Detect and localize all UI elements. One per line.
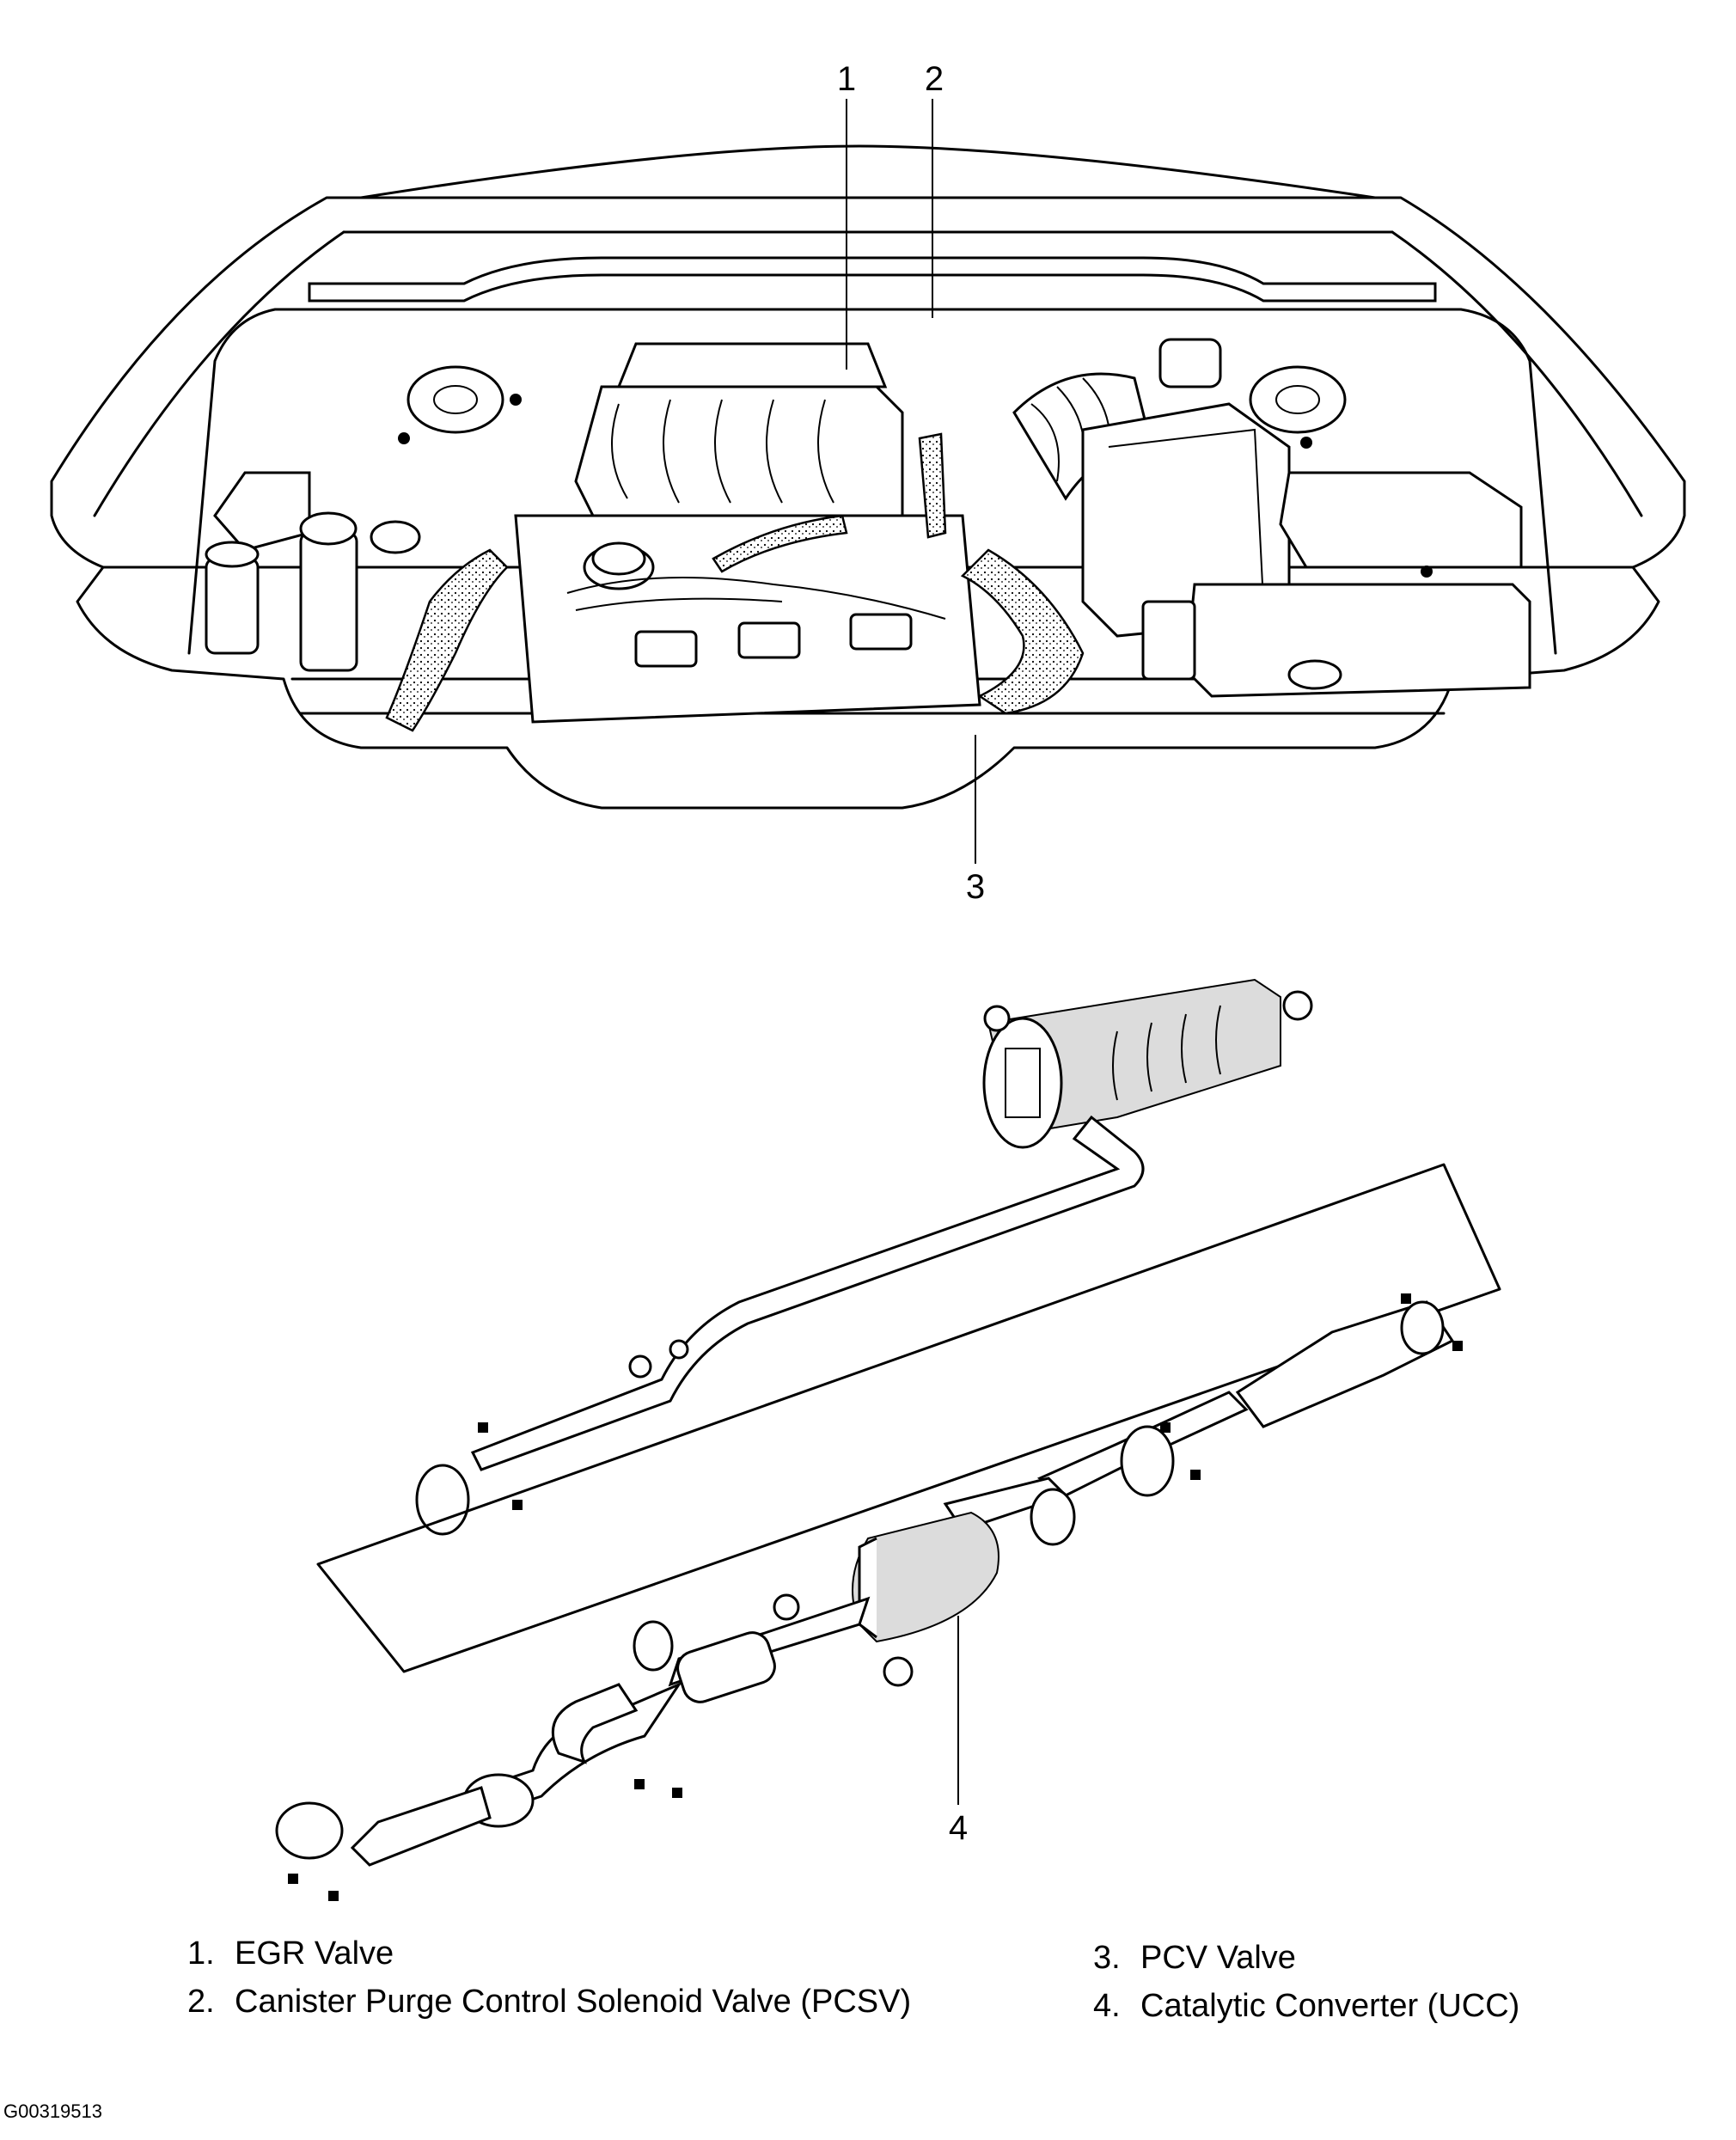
legend-number: 3. [1093, 1940, 1121, 1976]
engine-bay-illustration [50, 144, 1686, 810]
callout-leaders [846, 99, 976, 1805]
legend-item-egr-valve: 1. EGR Valve [187, 1929, 911, 1978]
legend-item-catalytic-converter: 4. Catalytic Converter (UCC) [1093, 1982, 1519, 2030]
legend-number: 1. [187, 1935, 215, 1972]
callout-4: 4 [949, 1809, 968, 1847]
exhaust-system-illustration [275, 978, 1501, 1901]
callout-1: 1 [837, 60, 856, 98]
legend-text: Catalytic Converter (UCC) [1140, 1988, 1520, 2024]
legend-text: Canister Purge Control Solenoid Valve (P… [235, 1984, 912, 2020]
legend-number: 2. [187, 1984, 215, 2020]
legend-item-pcv-valve: 3. PCV Valve [1093, 1934, 1519, 1982]
legend-right: 3. PCV Valve 4. Catalytic Converter (UCC) [1093, 1934, 1519, 2030]
callout-3: 3 [966, 868, 985, 906]
legend-left: 1. EGR Valve 2. Canister Purge Control Sol… [187, 1929, 911, 2026]
figure-id: G00319513 [3, 2100, 102, 2122]
legend-item-pcsv: 2. Canister Purge Control Solenoid Valve … [187, 1978, 911, 2026]
callout-2: 2 [925, 60, 944, 98]
legend-number: 4. [1093, 1988, 1121, 2024]
legend-text: PCV Valve [1140, 1940, 1296, 1976]
legend-text: EGR Valve [235, 1935, 394, 1972]
